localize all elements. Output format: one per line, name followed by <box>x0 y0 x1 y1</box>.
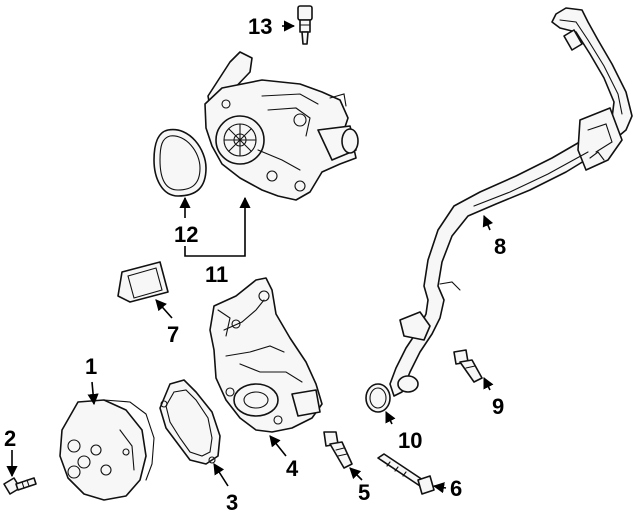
leader-4 <box>269 435 287 457</box>
callout-12: 12 <box>174 222 198 247</box>
callout-7: 7 <box>167 322 179 347</box>
cover-gasket-part <box>159 379 221 465</box>
leader-7 <box>155 299 173 319</box>
callout-4: 4 <box>286 456 299 481</box>
o-ring-gasket-part <box>153 128 207 197</box>
callout-labels: 13 12 11 7 8 9 10 1 2 3 4 5 6 <box>4 14 506 514</box>
bolt-part-9 <box>453 349 483 383</box>
leader-5 <box>349 467 363 481</box>
callout-8: 8 <box>494 234 506 259</box>
callout-11: 11 <box>205 262 228 287</box>
callout-2: 2 <box>4 426 16 451</box>
thermostat-gasket-part <box>117 261 169 303</box>
leader-8 <box>482 214 494 231</box>
callout-13: 13 <box>248 14 272 39</box>
bolt-part-5 <box>323 431 353 469</box>
callout-5: 5 <box>358 480 370 505</box>
leader-10 <box>385 410 396 425</box>
water-pump-pulley-part <box>59 399 155 501</box>
leader-11 <box>184 196 251 257</box>
water-pump-housing-part <box>204 51 359 201</box>
bolt-part-2 <box>3 477 37 495</box>
callout-10: 10 <box>398 428 422 453</box>
coolant-pipe-part <box>389 7 633 397</box>
leader-6 <box>432 482 447 494</box>
engine-cover-housing-part <box>209 277 323 433</box>
callout-6: 6 <box>450 476 462 501</box>
callout-9: 9 <box>492 394 504 419</box>
leader-1 <box>87 381 99 406</box>
callout-3: 3 <box>226 490 238 514</box>
callout-1: 1 <box>85 354 97 379</box>
long-bolt-part-6 <box>377 453 435 495</box>
leader-3 <box>213 463 229 487</box>
leader-9 <box>483 376 494 391</box>
o-ring-part-10 <box>365 383 391 413</box>
temperature-sensor-part <box>297 5 313 45</box>
leader-lines <box>6 20 494 494</box>
